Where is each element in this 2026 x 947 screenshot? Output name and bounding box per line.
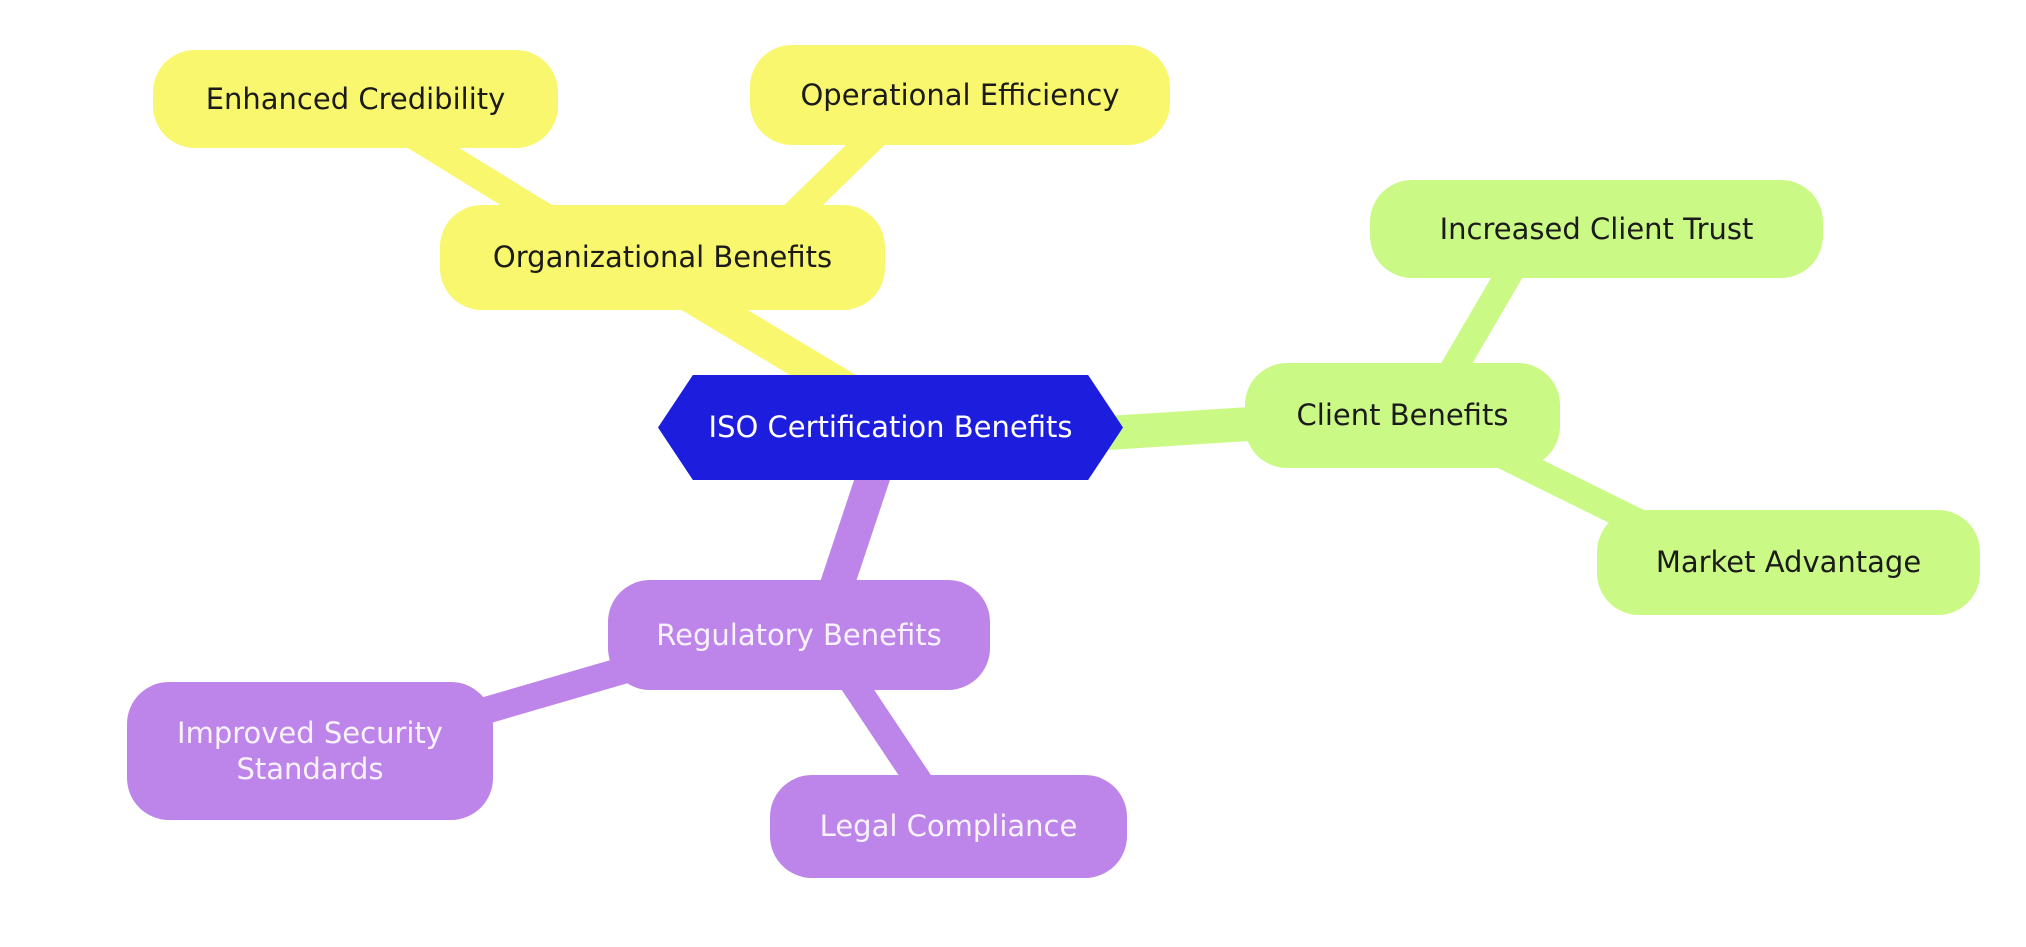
root-label: ISO Certification Benefits bbox=[708, 410, 1073, 445]
node-label: Improved Security Standards bbox=[177, 715, 443, 786]
edge-regulatory-to-legal-compliance bbox=[832, 658, 942, 809]
node-increased-client-trust: Increased Client Trust bbox=[1370, 180, 1823, 278]
node-client-benefits: Client Benefits bbox=[1245, 363, 1560, 468]
node-label: Enhanced Credibility bbox=[205, 81, 506, 116]
node-label: Regulatory Benefits bbox=[656, 617, 942, 652]
node-label: Legal Compliance bbox=[819, 809, 1078, 844]
node-label: Operational Efficiency bbox=[800, 77, 1120, 112]
node-label: Market Advantage bbox=[1655, 545, 1922, 580]
node-label: Increased Client Trust bbox=[1439, 211, 1754, 246]
node-legal-compliance: Legal Compliance bbox=[770, 775, 1127, 878]
node-root-iso-certification-benefits: ISO Certification Benefits bbox=[658, 375, 1123, 480]
node-regulatory-benefits: Regulatory Benefits bbox=[608, 580, 990, 690]
node-organizational-benefits: Organizational Benefits bbox=[440, 205, 885, 310]
node-operational-efficiency: Operational Efficiency bbox=[750, 45, 1170, 145]
node-label: Client Benefits bbox=[1296, 398, 1509, 433]
node-label: Organizational Benefits bbox=[492, 240, 833, 275]
node-market-advantage: Market Advantage bbox=[1597, 510, 1980, 615]
node-enhanced-credibility: Enhanced Credibility bbox=[153, 50, 558, 148]
node-improved-security-standards: Improved Security Standards bbox=[127, 682, 493, 820]
